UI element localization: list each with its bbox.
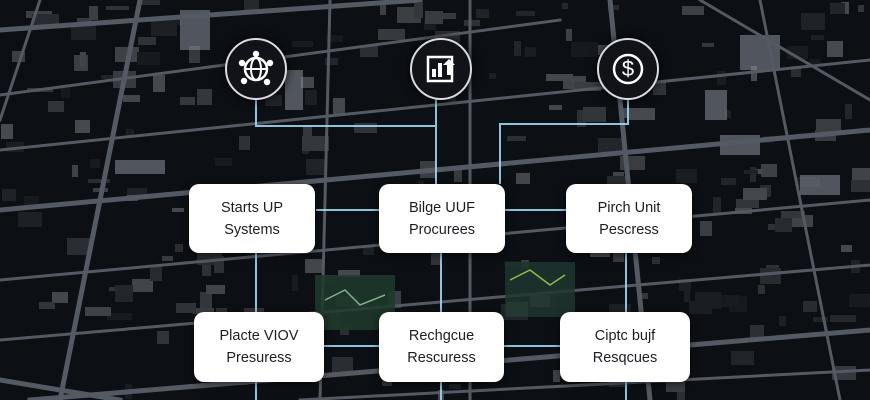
dollar-icon: $ — [597, 38, 659, 100]
card-title: Placte VIOV — [219, 328, 299, 344]
card-pirch-unit-pescress[interactable]: Pirch Unit Pescress — [566, 184, 692, 253]
card-ciptc-bujf-resqcues[interactable]: Ciptc bujf Resqcues — [560, 312, 690, 382]
card-placte-viov-presuress[interactable]: Placte VIOV Presuress — [194, 312, 324, 382]
card-subtitle: Presuress — [226, 350, 292, 366]
card-subtitle: Rescuress — [407, 350, 476, 366]
card-subtitle: Systems — [224, 221, 280, 238]
card-subtitle: Resqcues — [592, 350, 658, 366]
card-title: Rechgcue — [408, 328, 475, 344]
card-title: Ciptc bujf — [594, 328, 656, 344]
card-bilge-uuf-procurees[interactable]: Bilge UUF Procurees — [379, 184, 505, 253]
network-globe-icon — [225, 38, 287, 100]
card-title: Starts UP — [220, 199, 284, 216]
card-subtitle: Pescress — [599, 221, 659, 238]
card-rechgcue-rescuress[interactable]: Rechgcue Rescuress — [379, 312, 504, 382]
card-starts-up-systems[interactable]: Starts UP Systems — [189, 184, 315, 253]
svg-text:$: $ — [622, 56, 634, 81]
card-title: Bilge UUF — [408, 199, 476, 216]
chart-document-icon — [410, 38, 472, 100]
card-subtitle: Procurees — [408, 221, 476, 238]
card-title: Pirch Unit — [597, 199, 661, 216]
